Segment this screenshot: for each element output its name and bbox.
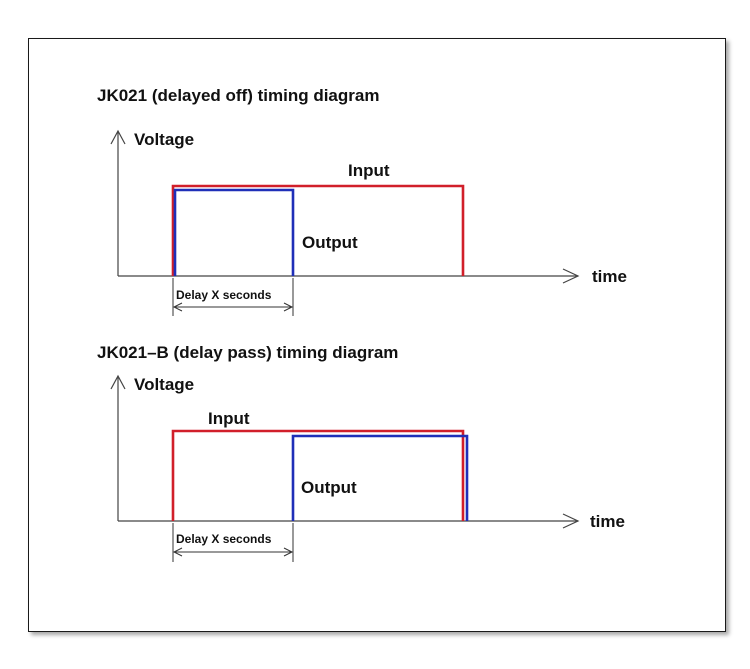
- diagram-2-output-label: Output: [301, 478, 357, 497]
- diagram-2-input-label: Input: [208, 409, 250, 428]
- diagram-2-output-signal: [291, 434, 469, 521]
- diagram-2-input-signal: [171, 429, 465, 521]
- diagram-1-delay-label: Delay X seconds: [176, 288, 272, 302]
- diagram-frame: [28, 38, 726, 632]
- diagram-1-x-axis-label: time: [592, 267, 627, 286]
- diagram-1-y-axis-label: Voltage: [134, 130, 194, 149]
- diagram-1-output-signal: [173, 188, 295, 276]
- diagram-2-delay-label: Delay X seconds: [176, 532, 272, 546]
- diagram-1-delay-left-arrow-icon: [172, 302, 183, 312]
- diagram-1-x-axis-arrow-icon: [562, 268, 580, 284]
- diagram-delayed-off: JK021 (delayed off) timing diagram Volta…: [97, 86, 627, 316]
- diagram-2-y-axis-label: Voltage: [134, 375, 194, 394]
- diagram-1-title: JK021 (delayed off) timing diagram: [97, 86, 379, 105]
- diagram-1-input-signal: [171, 184, 465, 276]
- diagram-2-x-axis-arrow-icon: [562, 513, 580, 529]
- diagram-1-output-label: Output: [302, 233, 358, 252]
- diagram-2-delay-left-arrow-icon: [172, 547, 183, 557]
- diagram-2-y-axis-arrow-icon: [110, 374, 126, 390]
- diagram-1-y-axis-arrow-icon: [110, 129, 126, 145]
- diagram-1-delay-right-arrow-icon: [283, 302, 294, 312]
- diagram-2-title: JK021–B (delay pass) timing diagram: [97, 343, 398, 362]
- diagram-1-input-label: Input: [348, 161, 390, 180]
- diagram-2-x-axis-label: time: [590, 512, 625, 531]
- diagram-delay-pass: JK021–B (delay pass) timing diagram Volt…: [97, 343, 625, 562]
- diagram-2-delay-right-arrow-icon: [283, 547, 294, 557]
